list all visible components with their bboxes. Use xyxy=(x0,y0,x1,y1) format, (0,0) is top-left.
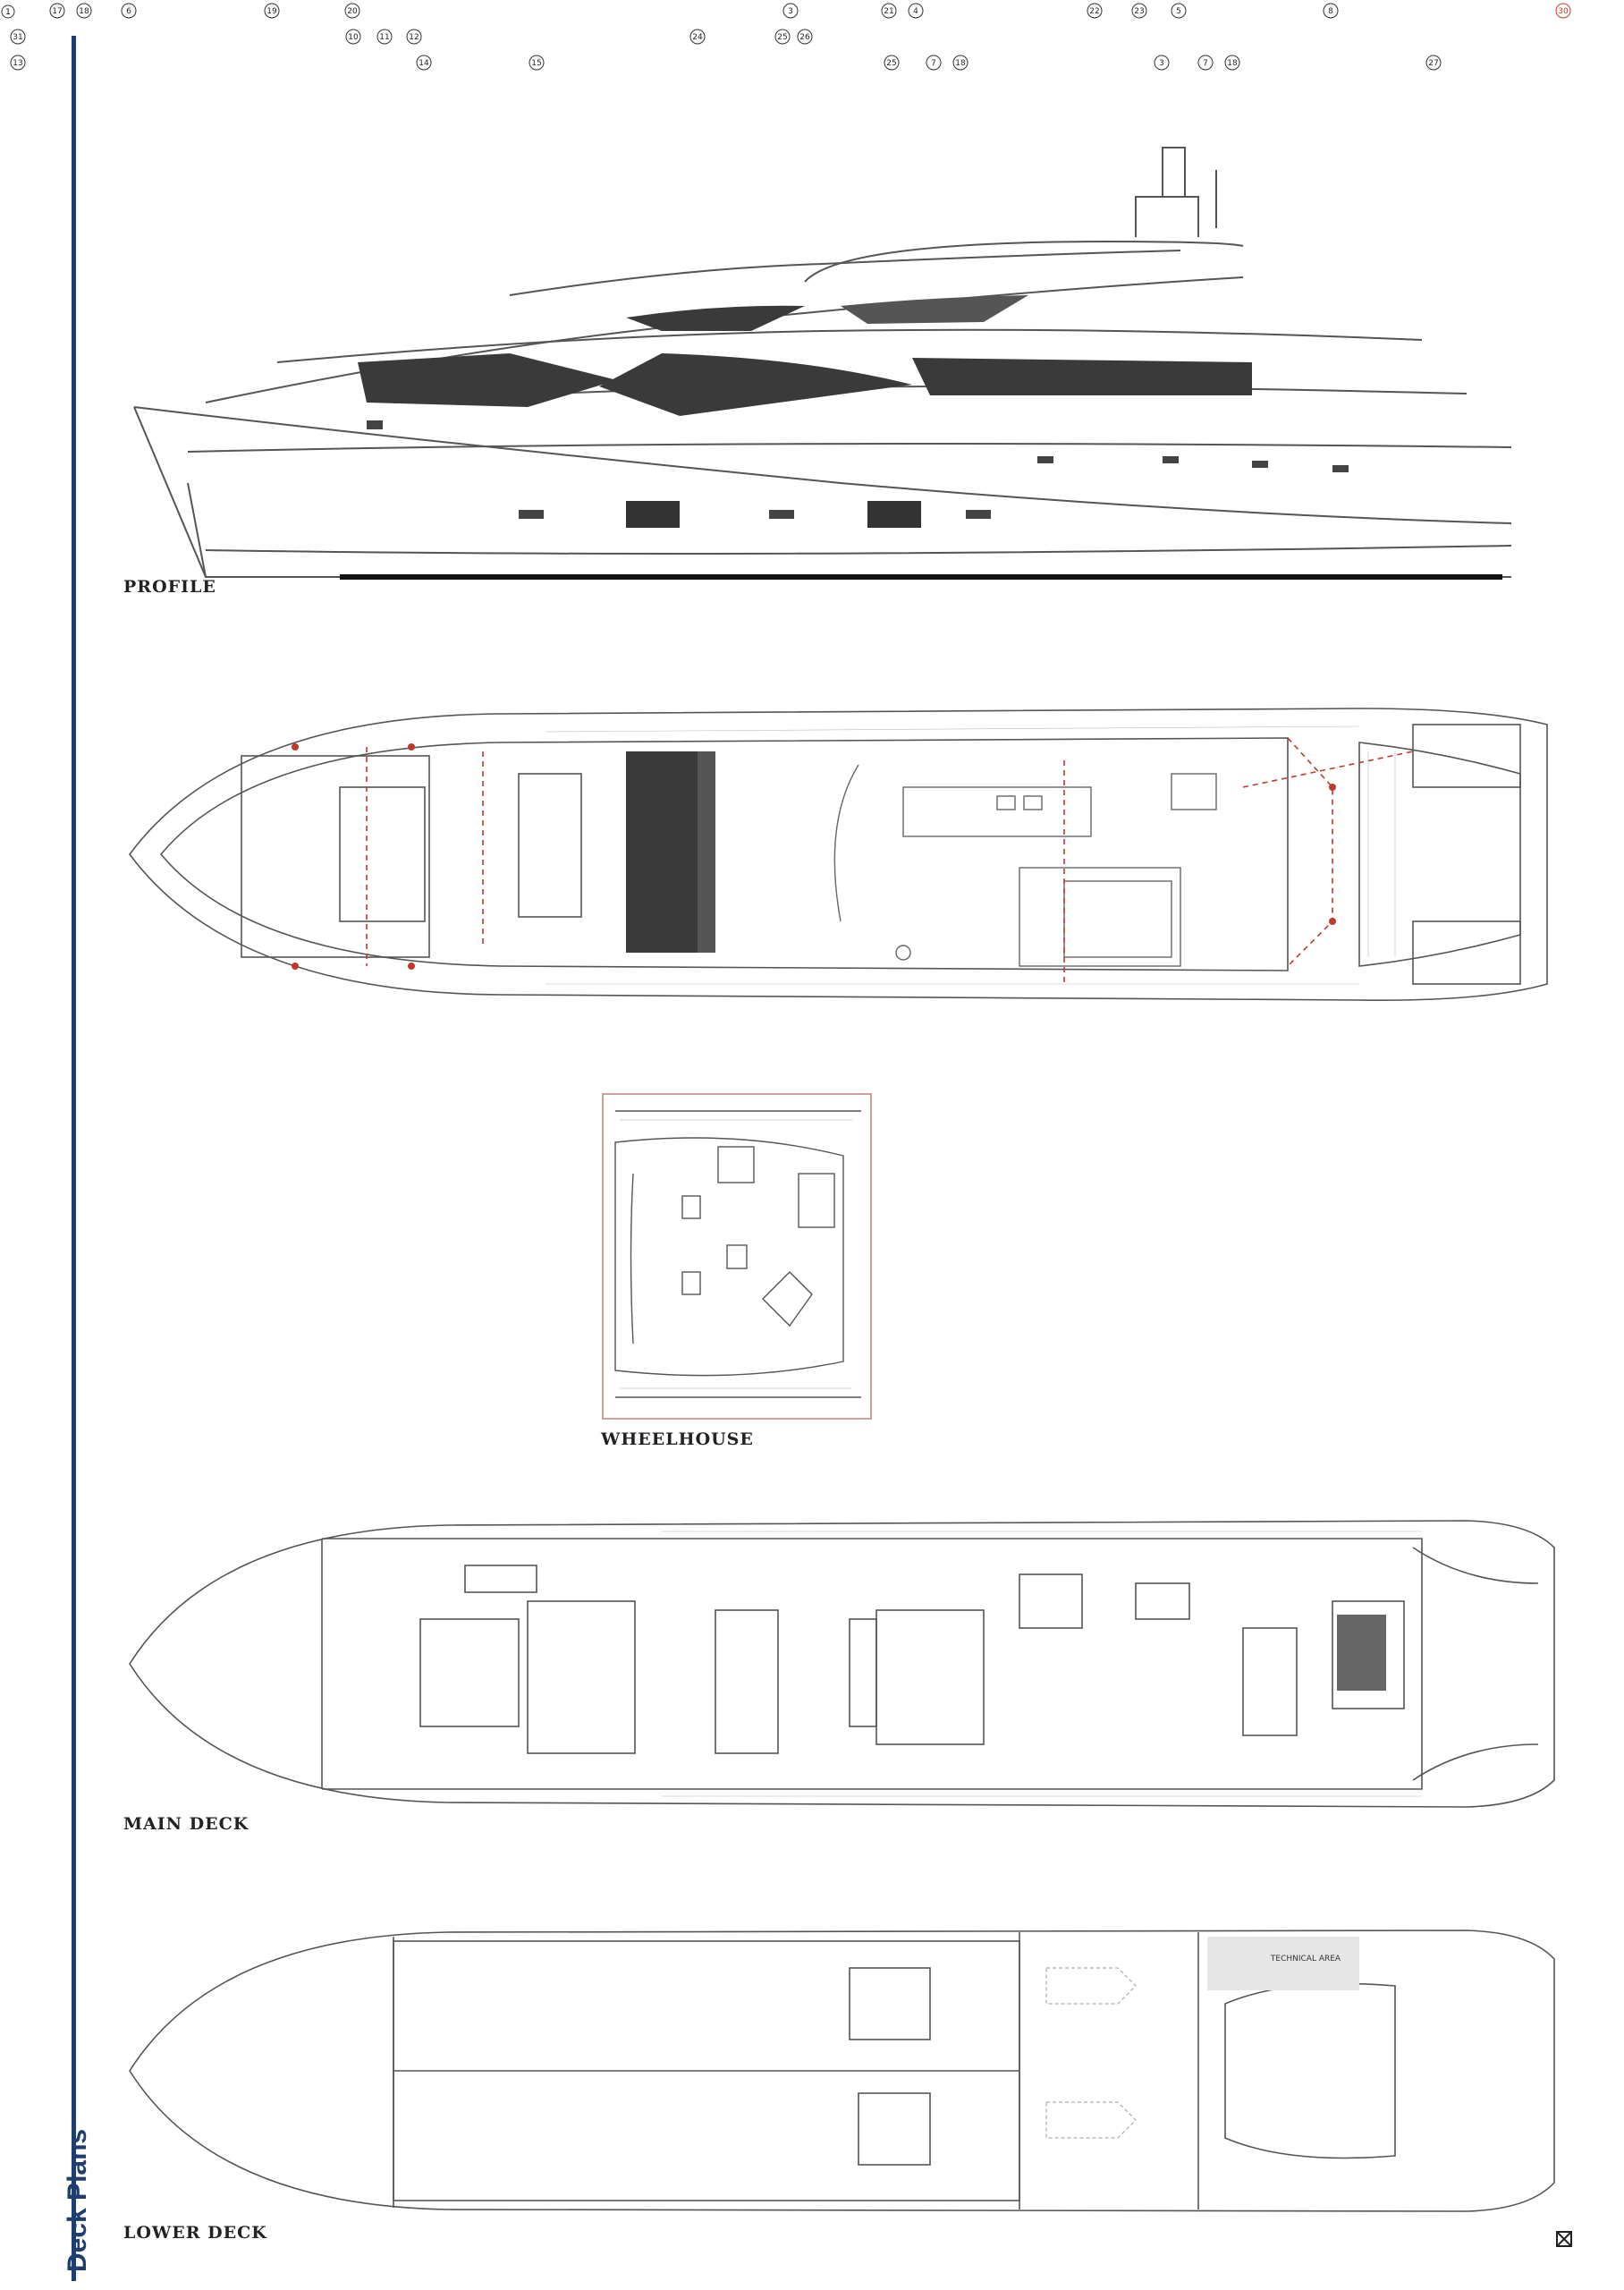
callout-mb4: 25 xyxy=(886,59,896,68)
profile-callout: 1 xyxy=(1,4,15,19)
callout-lb2: 18 xyxy=(1227,59,1238,68)
wheelhouse-drawing xyxy=(602,1093,872,1420)
callout-mb1: 13 xyxy=(13,59,22,68)
callout-u2: 18 xyxy=(79,7,89,16)
callout-u5: 20 xyxy=(347,7,358,16)
callout-1: 1 xyxy=(5,8,11,17)
callout-l2: 18 xyxy=(955,59,966,68)
north-marker-icon xyxy=(1556,2231,1572,2247)
main-bottom-callouts: 13 14 15 25 xyxy=(10,55,900,71)
callout-u7: 21 xyxy=(884,7,893,16)
callout-u4: 19 xyxy=(266,7,277,16)
callout-m2: 10 xyxy=(348,33,359,42)
side-title: Deck Plans xyxy=(63,2128,92,2272)
callout-m6: 25 xyxy=(777,33,787,42)
callout-mb2: 14 xyxy=(419,59,429,68)
callout-u1: 17 xyxy=(52,7,62,16)
upper-deck-drawing xyxy=(129,708,1548,1001)
main-deck-drawing xyxy=(129,1520,1555,1808)
callout-u6: 3 xyxy=(788,7,793,16)
callout-mb3: 15 xyxy=(531,59,541,68)
lower-deck-drawing xyxy=(129,1930,1555,2212)
callout-u8: 4 xyxy=(913,7,918,16)
main-top-callouts: 31 10 11 12 24 25 26 xyxy=(10,29,813,45)
callout-ub2: 8 xyxy=(1328,7,1333,16)
callout-l1: 7 xyxy=(931,59,936,68)
callout-m3: 11 xyxy=(379,33,389,42)
technical-area-label: TECHNICAL AREA xyxy=(1270,1955,1341,1963)
callout-m7: 26 xyxy=(799,33,810,42)
callout-lb1: 7 xyxy=(1203,59,1208,68)
profile-label: PROFILE xyxy=(123,577,216,597)
callout-u3: 6 xyxy=(126,7,131,16)
callout-u9: 22 xyxy=(1089,7,1099,16)
upper-bottom-callouts: 5 8 30 xyxy=(1171,3,1571,19)
callout-ub1: 5 xyxy=(1176,7,1181,16)
callout-m4: 12 xyxy=(409,33,419,42)
lower-top-callouts: 7 18 3 xyxy=(926,55,1170,71)
callout-l3: 3 xyxy=(1159,59,1164,68)
main-deck-label: MAIN DECK xyxy=(123,1814,250,1834)
profile-drawing xyxy=(133,147,1512,580)
callout-m1: 31 xyxy=(13,33,22,42)
upper-top-callouts: 17 18 6 19 20 3 21 4 22 23 xyxy=(49,3,1147,19)
lower-deck-label: LOWER DECK xyxy=(123,2223,267,2243)
callout-ub3: 30 xyxy=(1558,7,1569,16)
side-rule xyxy=(72,36,76,2281)
callout-lb3: 27 xyxy=(1428,59,1438,68)
callout-u10: 23 xyxy=(1134,7,1144,16)
wheelhouse-label: WHEELHOUSE xyxy=(601,1429,754,1449)
callout-m5: 24 xyxy=(692,33,703,42)
lower-bottom-callouts: 7 18 27 xyxy=(1197,55,1442,71)
